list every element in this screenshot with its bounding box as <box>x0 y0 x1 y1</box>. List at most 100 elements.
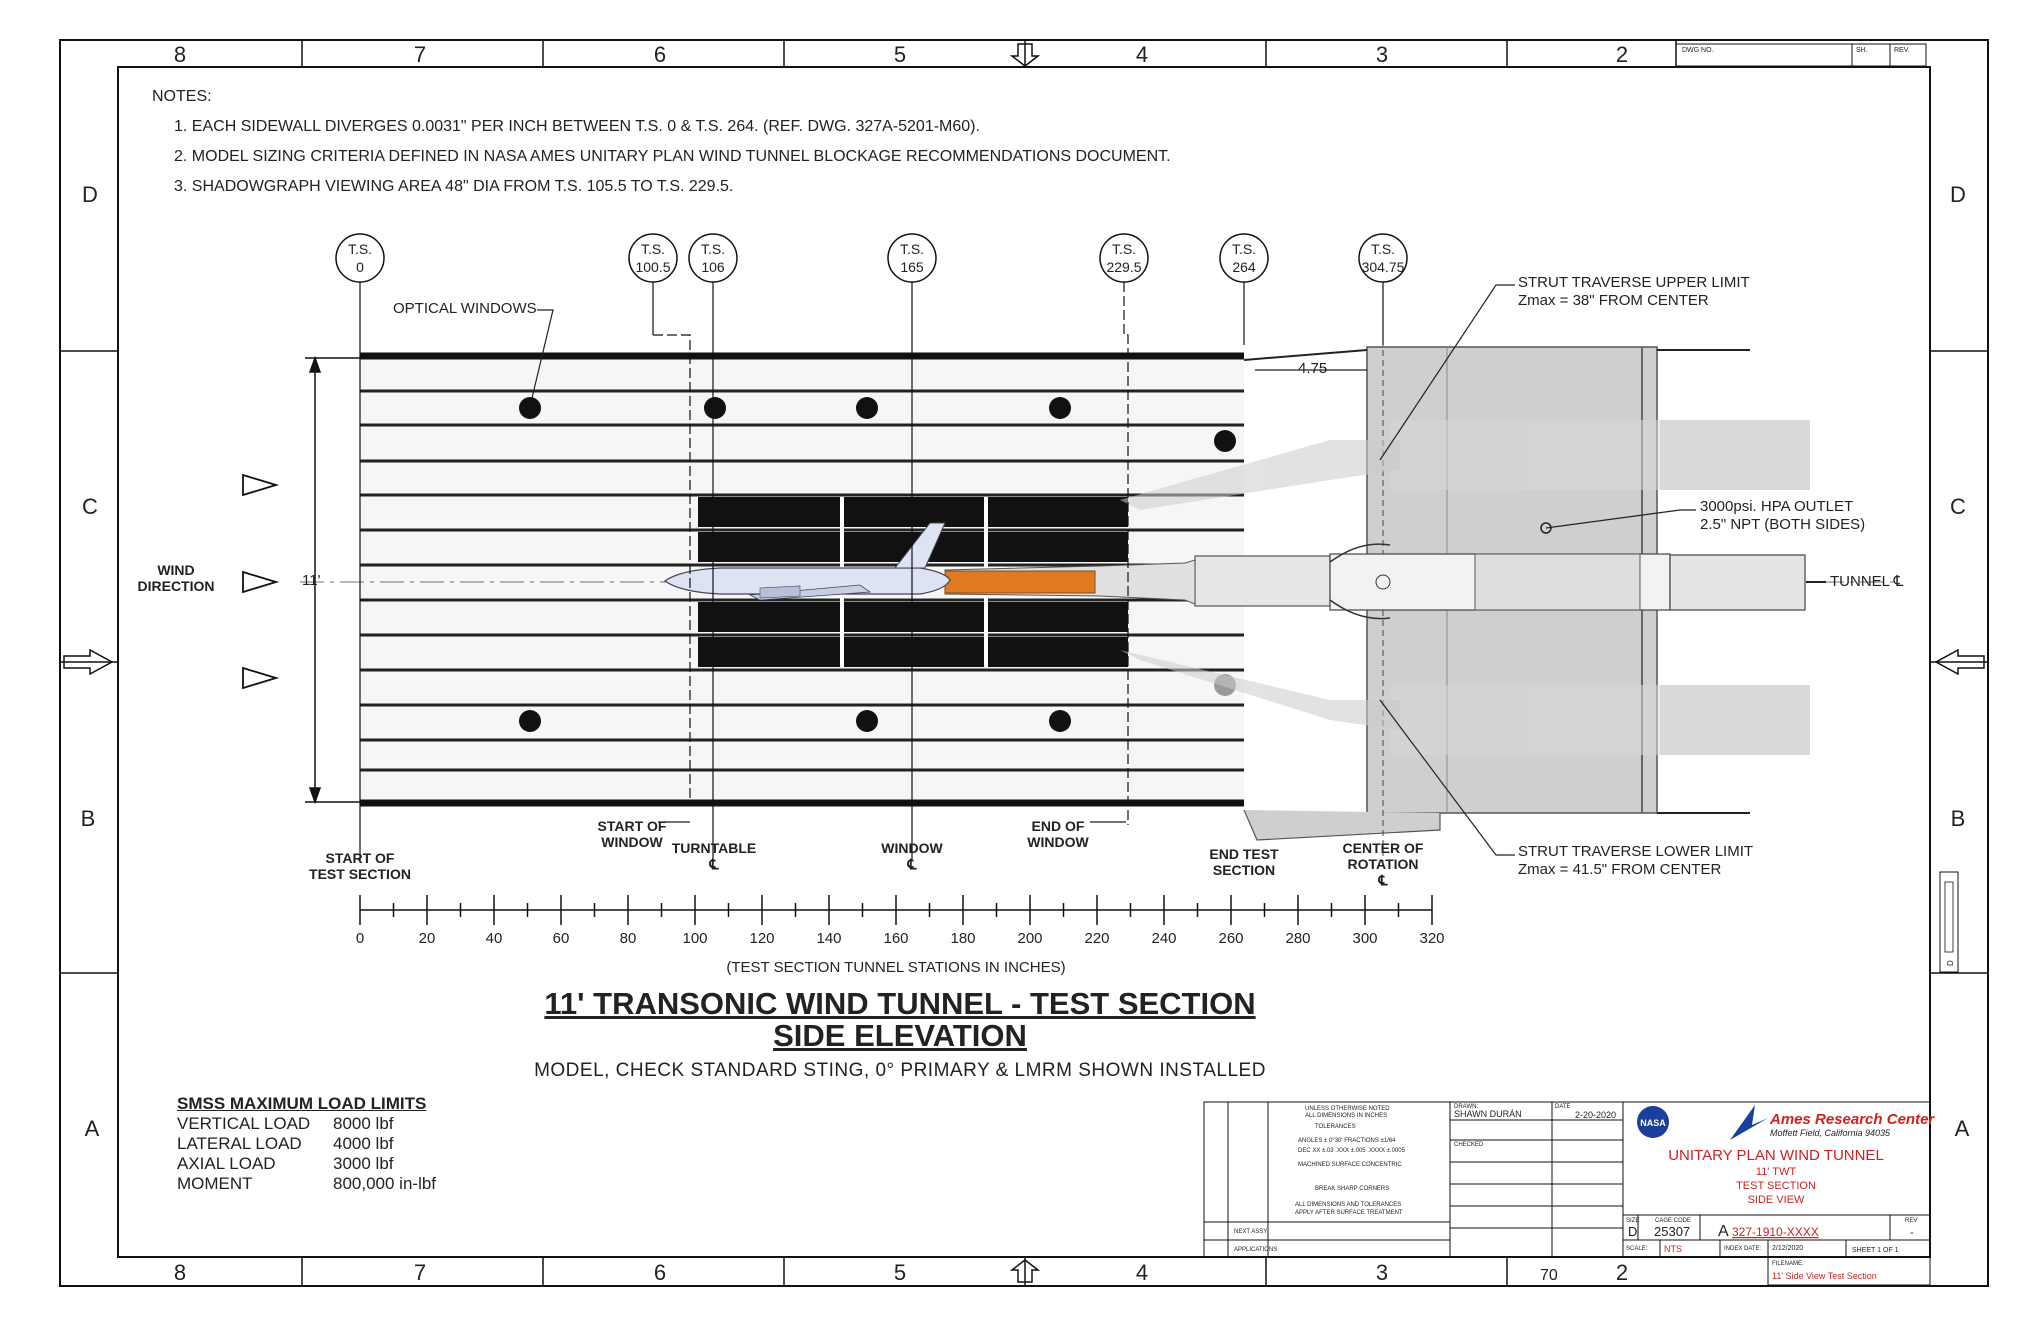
window-centerline-label: WINDOW℄ <box>881 840 943 872</box>
station-bubble-4 <box>1099 233 1149 283</box>
model-fuselage <box>663 567 951 595</box>
svg-text:ALL DIMENSIONS IN INCHES: ALL DIMENSIONS IN INCHES <box>1305 1113 1387 1119</box>
org-location: Moffett Field, California 94035 <box>1770 1128 1891 1138</box>
optical-windows-leader <box>531 309 554 399</box>
optical-window-dot <box>1214 430 1236 452</box>
rev-label: REV. <box>1894 47 1910 54</box>
wind-arrow-icon <box>242 666 280 690</box>
svg-text:NEXT ASSY: NEXT ASSY <box>1234 1229 1267 1235</box>
optical-window-dots <box>519 397 1236 732</box>
height-dimension <box>305 355 360 805</box>
optical-windows-label: OPTICAL WINDOWS <box>393 300 537 317</box>
svg-text:UNLESS OTHERWISE NOTED: UNLESS OTHERWISE NOTED <box>1305 1106 1390 1112</box>
wind-arrow-icon <box>242 570 280 594</box>
nasa-logo-text: NASA <box>1640 1118 1666 1128</box>
dwg-no-label: DWG NO. <box>1682 47 1714 54</box>
zone-row-left-0: D <box>82 182 98 207</box>
note-item: 1. EACH SIDEWALL DIVERGES 0.0031" PER IN… <box>174 118 980 135</box>
wind-arrows <box>242 473 280 690</box>
zone-dividers <box>60 40 1988 1286</box>
scale-tick-1: 20 <box>419 930 436 947</box>
scale-tick-9: 180 <box>950 930 975 947</box>
zone-row-right-1: C <box>1950 494 1966 519</box>
svg-text:25307: 25307 <box>1654 1224 1690 1239</box>
zone-col-top-5: 3 <box>1376 42 1388 67</box>
zone-col-bot-2: 6 <box>654 1260 666 1285</box>
station-top-6: T.S. <box>1371 241 1395 257</box>
scale-tick-4: 80 <box>620 930 637 947</box>
hpa-leader <box>1545 509 1696 529</box>
svg-text:MACHINED SURFACE CONCENTRIC: MACHINED SURFACE CONCENTRIC <box>1298 1162 1402 1168</box>
wind-arrow-icon <box>242 473 280 497</box>
svg-text:BREAK SHARP CORNERS: BREAK SHARP CORNERS <box>1315 1186 1389 1192</box>
zone-reference: 70 <box>1540 1267 1558 1284</box>
zone-col-bot-3: 5 <box>894 1260 906 1285</box>
scale-tick-14: 280 <box>1285 930 1310 947</box>
zone-col-top-3: 5 <box>894 42 906 67</box>
right-center-arrow <box>1934 648 1985 676</box>
strut-lower-leader <box>1379 699 1515 856</box>
title-block <box>1203 1101 1931 1286</box>
height-dimension-label: 11' <box>302 572 321 589</box>
zone-col-top-6: 2 <box>1616 42 1628 67</box>
scale-tick-11: 220 <box>1084 930 1109 947</box>
drawn-name: SHAWN DURÁN <box>1454 1109 1522 1119</box>
notes-heading: NOTES: <box>152 88 212 105</box>
zone-row-right-3: A <box>1955 1116 1970 1141</box>
station-bottom-6: 304.75 <box>1362 259 1405 275</box>
top-center-arrow <box>1009 43 1041 67</box>
station-bottom-4: 229.5 <box>1106 259 1141 275</box>
project-name: UNITARY PLAN WIND TUNNEL <box>1668 1147 1884 1164</box>
svg-text:INDEX DATE:: INDEX DATE: <box>1724 1246 1762 1252</box>
strut-upper-leader <box>1379 284 1515 461</box>
svg-text:REV: REV <box>1905 1218 1917 1224</box>
offset-dimension-label: 4.75 <box>1298 360 1328 377</box>
station-bottom-0: 0 <box>356 259 364 275</box>
scale-tick-7: 140 <box>816 930 841 947</box>
station-labels: T.S. 0 T.S. 100.5 T.S. 106 T.S. 165 T.S.… <box>348 241 1405 275</box>
title-block-text: UNLESS OTHERWISE NOTED ALL DIMENSIONS IN… <box>1234 1104 1935 1284</box>
optical-window-dot <box>856 397 878 419</box>
svg-text:SHEET 1 OF 1: SHEET 1 OF 1 <box>1852 1247 1899 1254</box>
zone-col-bot-1: 7 <box>414 1260 426 1285</box>
station-bottom-3: 165 <box>900 259 924 275</box>
leaders <box>531 284 1826 856</box>
scale-tick-5: 100 <box>682 930 707 947</box>
station-top-3: T.S. <box>900 241 924 257</box>
drawing-description: MODEL, CHECK STANDARD STING, 0° PRIMARY … <box>534 1060 1266 1081</box>
note-item: 3. SHADOWGRAPH VIEWING AREA 48" DIA FROM… <box>174 178 734 195</box>
svg-text:11' TWT: 11' TWT <box>1756 1166 1796 1178</box>
station-bottom-2: 106 <box>701 259 725 275</box>
svg-text:CHECKED: CHECKED <box>1454 1142 1484 1148</box>
optical-window-dot <box>856 710 878 732</box>
svg-text:CAGE CODE: CAGE CODE <box>1655 1218 1691 1224</box>
svg-text:TEST SECTION: TEST SECTION <box>1736 1180 1816 1192</box>
zone-col-top-0: 8 <box>174 42 186 67</box>
scale-tick-13: 260 <box>1218 930 1243 947</box>
zone-row-right-2: B <box>1951 806 1966 831</box>
scale-tick-12: 240 <box>1151 930 1176 947</box>
station-top-5: T.S. <box>1232 241 1256 257</box>
dwg-number: 327-1910-XXXX <box>1732 1225 1819 1239</box>
optical-window-dot <box>519 397 541 419</box>
station-top-2: T.S. <box>701 241 725 257</box>
zone-col-top-2: 6 <box>654 42 666 67</box>
svg-text:SIDE VIEW: SIDE VIEW <box>1748 1194 1805 1206</box>
svg-text:2/12/2020: 2/12/2020 <box>1772 1245 1803 1252</box>
scale-tick-8: 160 <box>883 930 908 947</box>
scale-tick-15: 300 <box>1352 930 1377 947</box>
svg-text:NTS: NTS <box>1664 1244 1682 1254</box>
zone-row-right-0: D <box>1950 182 1966 207</box>
zone-row-left-2: B <box>81 806 96 831</box>
